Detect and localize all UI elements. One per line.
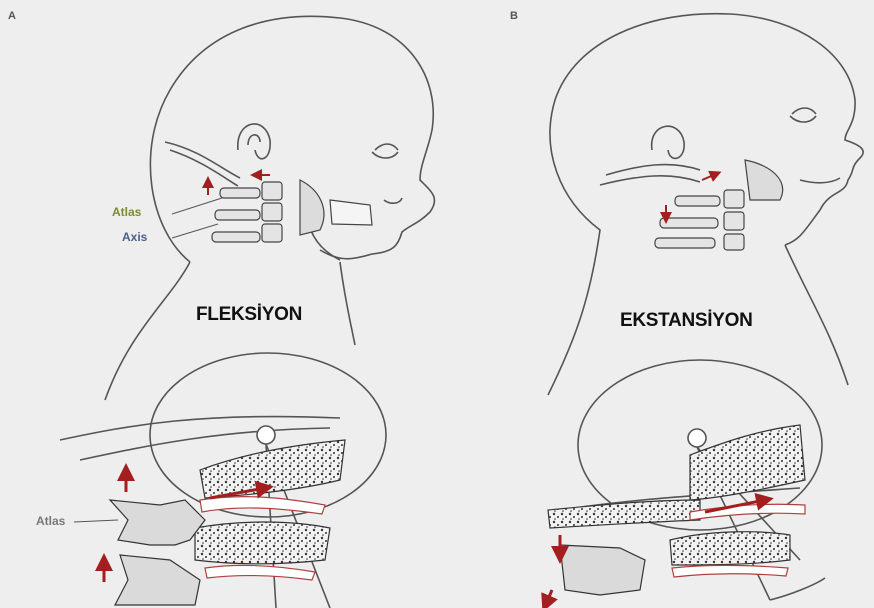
- flexion-title: FLEKSİYON: [196, 304, 302, 326]
- atlas-lower-label: Atlas: [36, 514, 65, 528]
- panel-b-cervical-spine: [655, 160, 783, 250]
- panel-a-lower-leader: [74, 520, 118, 522]
- extension-title: EKSTANSİYON: [620, 310, 753, 332]
- atlas-label: Atlas: [112, 205, 141, 219]
- panel-b-letter: B: [510, 10, 518, 22]
- panel-a-cervical-spine: [212, 180, 372, 242]
- axis-label: Axis: [122, 230, 147, 244]
- panel-a-letter: A: [8, 10, 16, 22]
